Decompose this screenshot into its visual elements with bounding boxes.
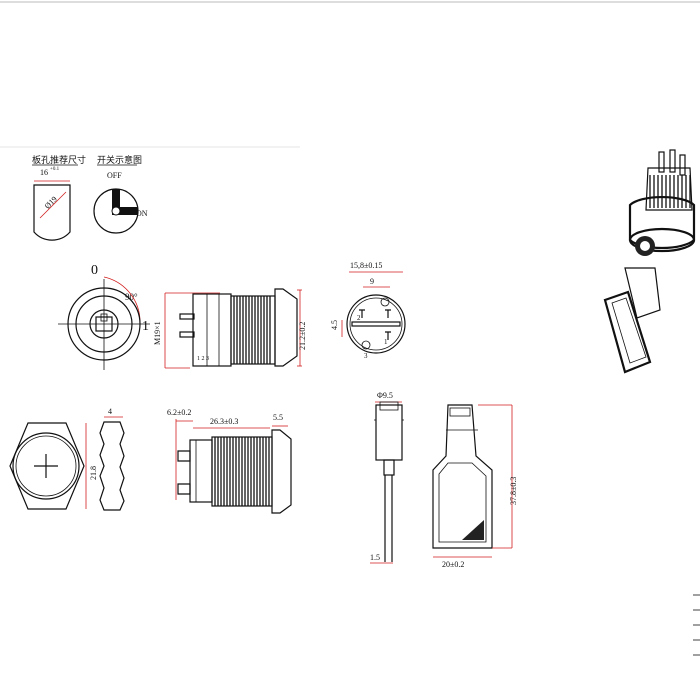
off-label: OFF <box>107 171 122 180</box>
on-label: ON <box>136 209 148 218</box>
front-view: 0 1 90° <box>58 263 150 370</box>
cutout-width-label: 16 <box>40 168 48 177</box>
width-15-8-label: 15,8±0.15 <box>350 261 382 270</box>
cutout-title: 板孔推荐尺寸 <box>32 154 86 165</box>
nut-side-view: 4 <box>99 407 125 511</box>
bezel-length-label: 5.5 <box>273 413 283 422</box>
rear-terminal-view: 15,8±0.15 9 4.5 2 1 3 <box>330 261 406 360</box>
margin-marks <box>693 594 700 656</box>
panel-cutout-view: 板孔推荐尺寸 16 +0.1 Ø19 <box>32 154 86 241</box>
key-side-view: Φ9.5 1.5 <box>370 391 404 564</box>
terminal-2-label: 2 <box>357 314 361 322</box>
key-3d <box>624 267 661 319</box>
cutout-shape <box>33 184 71 241</box>
angle-label: 90° <box>125 292 138 302</box>
position-0-label: 0 <box>91 263 98 278</box>
side-view-bottom: 6.2±0.2 26.3±0.3 5.5 <box>167 408 292 514</box>
diameter-21-8-label: 21.8 <box>89 466 98 480</box>
key-width-label: 20±0.2 <box>442 560 464 569</box>
side-view-top: M19×1 1 2 3 21.2±0.2 <box>153 288 307 369</box>
key-front-view: 37.8±0.3 20±0.2 <box>432 404 518 569</box>
switch-title: 开关示意图 <box>97 154 142 165</box>
switch-schematic: 开关示意图 OFF ON <box>93 154 148 234</box>
svg-text:1 2 3: 1 2 3 <box>197 356 209 362</box>
hex-nut <box>9 422 85 510</box>
front-bezel <box>274 288 298 367</box>
position-1-label: 1 <box>142 319 149 334</box>
key-diameter-label: Φ9.5 <box>377 391 393 400</box>
terminal-3-label: 3 <box>364 352 368 360</box>
key-length-label: 37.8±0.3 <box>509 477 518 505</box>
cutout-width-tolerance: +0.1 <box>50 167 60 172</box>
rear-body-circle <box>346 294 406 354</box>
nut-thickness-label: 4 <box>108 407 112 416</box>
pin-spacing-9-label: 9 <box>370 277 374 286</box>
terminal-1-label: 1 <box>384 338 388 346</box>
nut-front-view: 21.8 <box>9 422 98 510</box>
key-thickness-label: 1.5 <box>370 553 380 562</box>
cutout-diameter-label: Ø19 <box>43 195 59 211</box>
diameter-21-2-label: 21.2±0.2 <box>298 322 307 350</box>
body-length-label: 26.3±0.3 <box>210 417 238 426</box>
thread-spec-label: M19×1 <box>153 321 162 345</box>
pin-height-4-5-label: 4.5 <box>330 320 339 330</box>
terminal-length-label: 6.2±0.2 <box>167 408 191 417</box>
switch-3d-render <box>603 149 696 374</box>
